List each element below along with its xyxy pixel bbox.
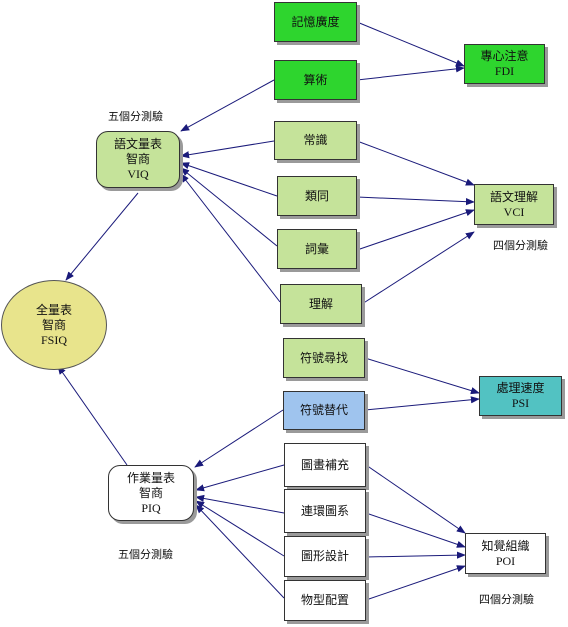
edge-viq-fsiq [65, 192, 139, 281]
piq-line3: PIQ [141, 500, 161, 515]
subtest-similarities-label: 類同 [304, 188, 329, 203]
edge-arithmetic-viq [180, 79, 275, 132]
edge-picture-arrangement-poi [365, 512, 466, 548]
edge-object-assembly-poi [365, 565, 466, 601]
subtest-picture-arrangement-label: 連環圖系 [300, 503, 349, 518]
subtest-object-assembly-label: 物型配置 [300, 593, 349, 607]
subtest-similarities: 類同 [277, 176, 357, 216]
viq-line2: 智商 [125, 152, 150, 166]
fsiq-line2: 智商 [41, 317, 66, 332]
edge-object-assembly-piq [195, 504, 285, 599]
subtest-information: 常識 [274, 121, 357, 160]
edge-block-design-poi [365, 551, 466, 559]
index-fdi: 專心注意 FDI [464, 44, 545, 84]
subtest-memory-span: 記憶廣度 [274, 2, 357, 42]
index-psi: 處理速度 PSI [479, 376, 562, 416]
subtest-arithmetic-label: 算術 [303, 72, 328, 87]
edge-information-vci [356, 140, 475, 186]
index-fdi-line2: FDI [494, 64, 515, 78]
subtest-picture-completion: 圖畫補充 [284, 443, 366, 487]
subtest-symbol-search: 符號尋找 [283, 338, 365, 378]
edge-picture-completion-poi [365, 464, 466, 534]
subtest-comprehension-label: 理解 [308, 296, 333, 311]
edge-comprehension-vci [361, 231, 475, 305]
index-fdi-line1: 專心注意 [480, 49, 529, 63]
poi-subtest-count: 四個分測驗 [479, 593, 534, 606]
edge-coding-piq [194, 409, 284, 468]
vci-subtest-count: 四個分測驗 [493, 239, 548, 252]
index-poi-line2: POI [495, 553, 516, 568]
subtest-vocabulary: 詞彙 [277, 229, 357, 269]
edge-coding-psi [364, 396, 480, 411]
index-vci: 語文理解 VCI [474, 184, 554, 225]
edge-picture-arrangement-piq [195, 494, 285, 514]
edge-vocabulary-viq [180, 167, 278, 247]
viq-line1: 語文量表 [113, 137, 162, 151]
subtest-block-design-label: 圖形設計 [300, 549, 349, 563]
edge-picture-completion-piq [195, 464, 285, 492]
subtest-object-assembly: 物型配置 [284, 580, 366, 621]
subtest-comprehension: 理解 [280, 284, 362, 324]
piq-subtest-count: 五個分測驗 [118, 548, 173, 561]
fsiq-line1: 全量表 [35, 302, 72, 317]
fsiq-line3: FSIQ [40, 332, 67, 347]
piq-line1: 作業量表 [126, 470, 175, 485]
edge-block-design-piq [195, 500, 285, 557]
edge-similarities-viq [180, 162, 278, 197]
edge-symbol-search-psi [364, 357, 480, 395]
subtest-block-design: 圖形設計 [284, 536, 366, 577]
edge-vocabulary-vci [356, 209, 475, 251]
subtest-arithmetic: 算術 [274, 60, 357, 100]
piq-line2: 智商 [138, 485, 163, 500]
viq-line3: VIQ [127, 167, 149, 181]
fsiq-node: 全量表 智商 FSIQ [1, 280, 107, 370]
index-vci-line2: VCI [503, 204, 525, 219]
index-psi-line1: 處理速度 [496, 381, 545, 395]
piq-node: 作業量表 智商 PIQ [108, 465, 194, 521]
index-psi-line2: PSI [511, 396, 530, 410]
subtest-coding-label: 符號替代 [299, 403, 348, 417]
subtest-coding: 符號替代 [283, 391, 365, 430]
viq-node: 語文量表 智商 VIQ [96, 131, 180, 188]
subtest-memory-span-label: 記憶廣度 [291, 14, 340, 29]
subtest-picture-completion-label: 圖畫補充 [300, 457, 349, 472]
index-poi-line1: 知覺組織 [481, 538, 530, 553]
viq-subtest-count: 五個分測驗 [108, 110, 163, 123]
index-poi: 知覺組織 POI [465, 533, 546, 574]
edge-information-viq [180, 140, 275, 159]
subtest-picture-arrangement: 連環圖系 [284, 489, 366, 533]
edge-memory-fdi [356, 21, 465, 67]
edge-similarities-vci [356, 196, 475, 206]
subtest-vocabulary-label: 詞彙 [304, 241, 329, 256]
edge-arithmetic-fdi [356, 65, 465, 81]
edge-piq-fsiq [57, 365, 128, 466]
edge-comprehension-viq [180, 173, 281, 303]
index-vci-line1: 語文理解 [489, 189, 538, 204]
subtest-symbol-search-label: 符號尋找 [299, 350, 348, 365]
subtest-information-label: 常識 [303, 133, 328, 147]
